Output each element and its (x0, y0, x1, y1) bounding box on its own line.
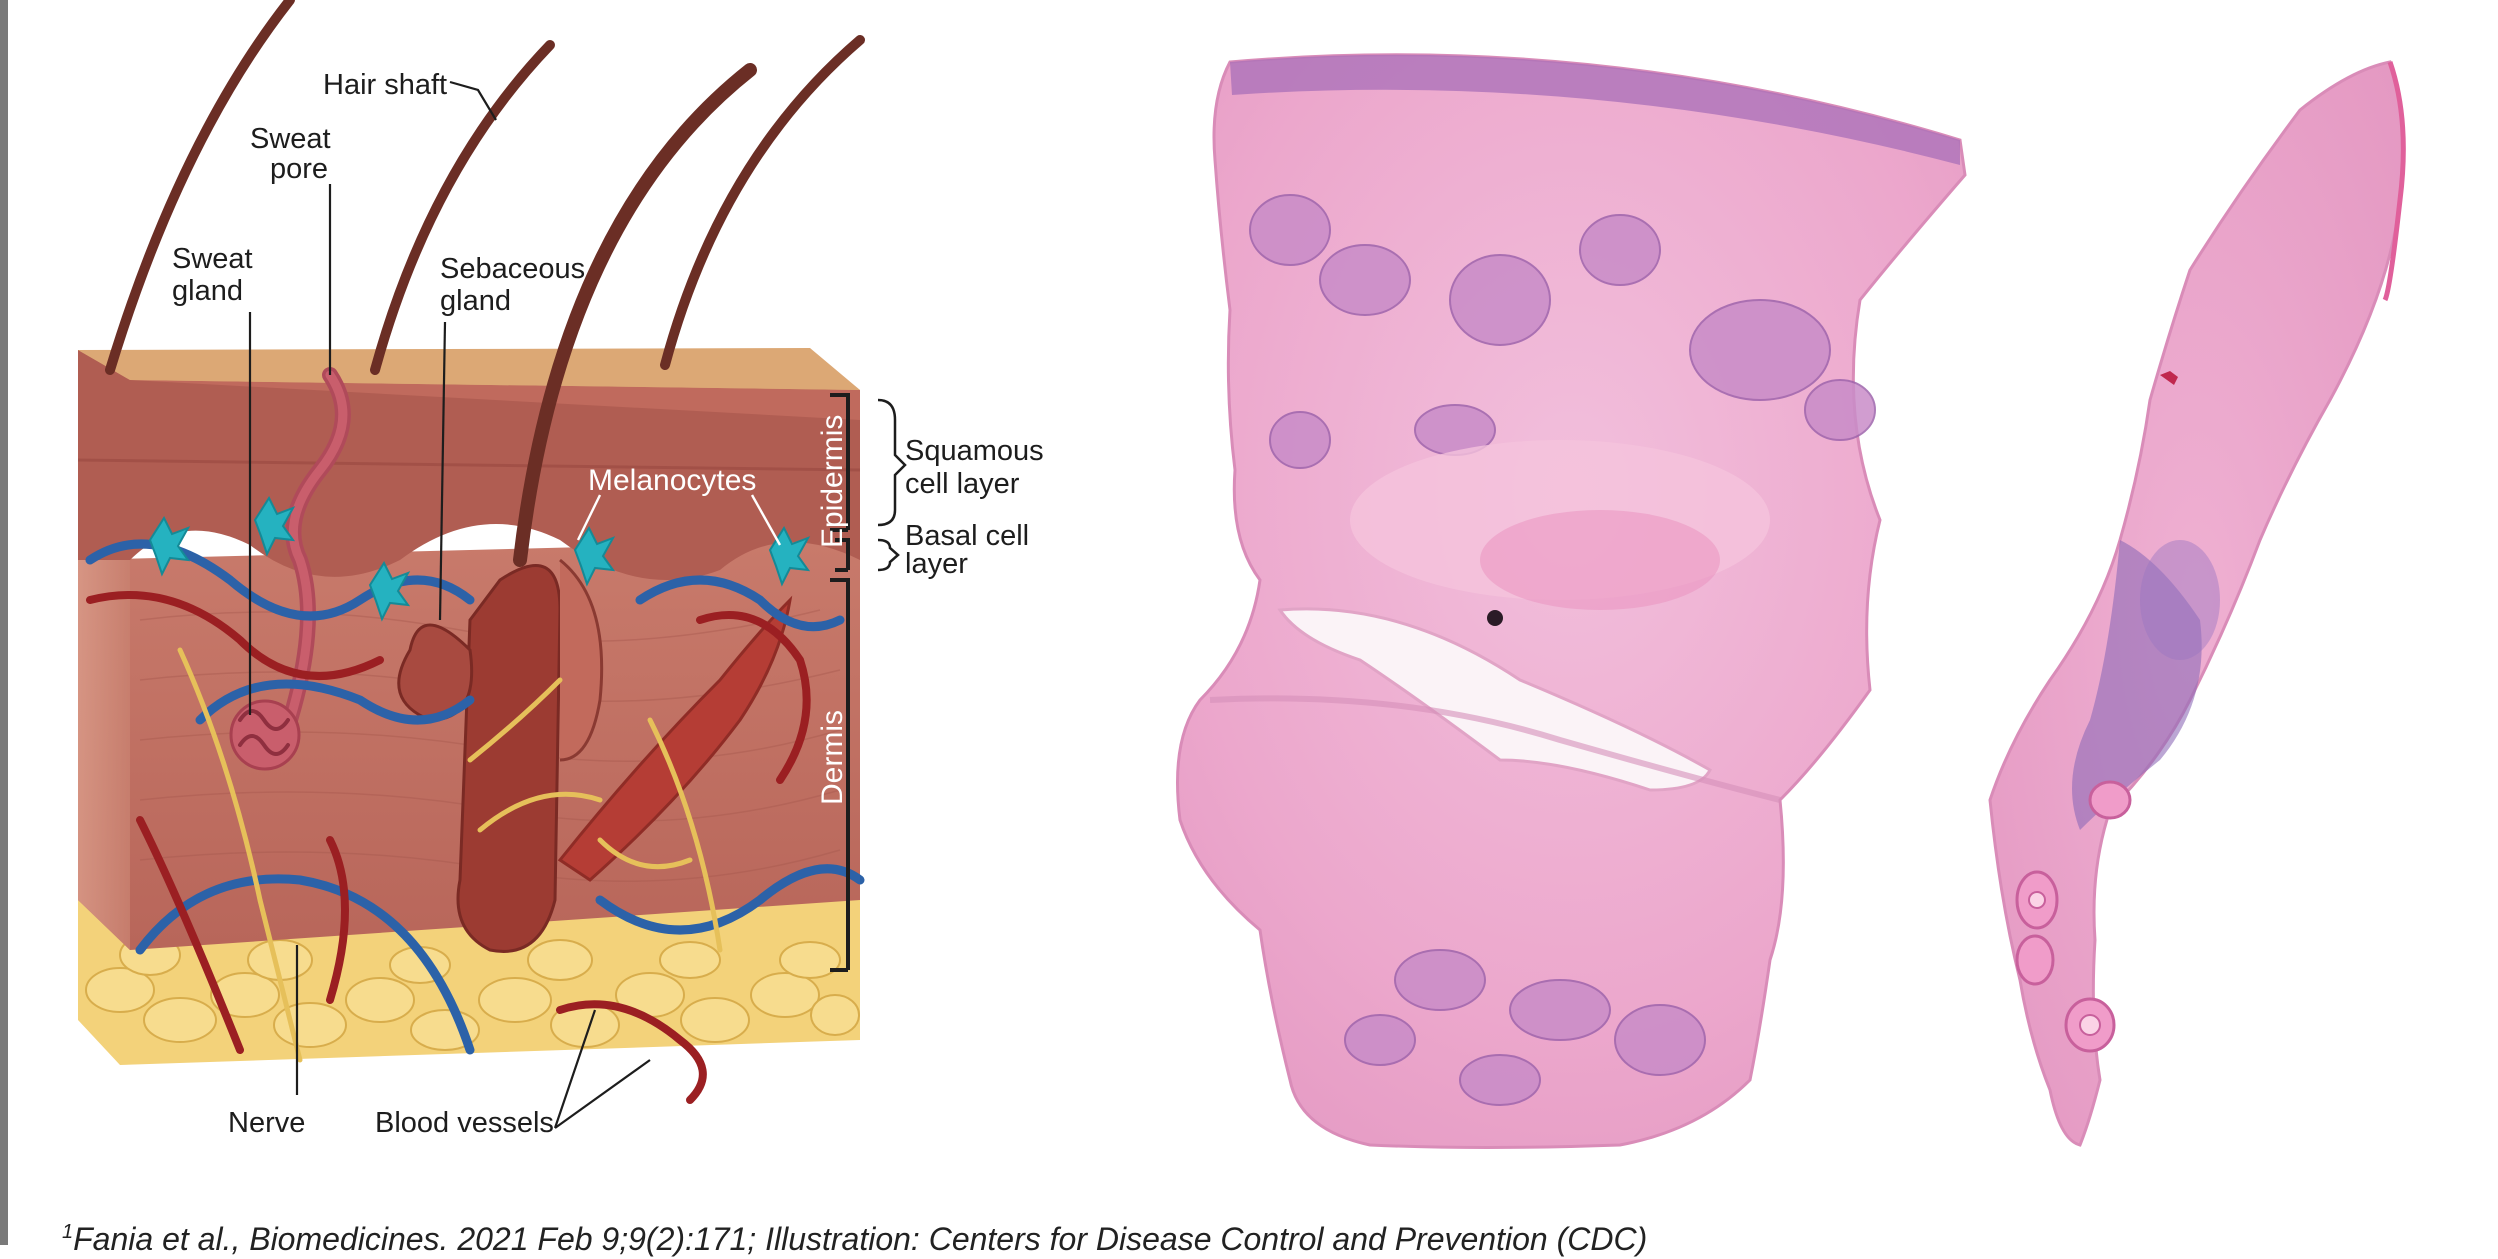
skin-cross-section-illustration: Hair shaft Sweat pore Sweat gland Sebace… (78, 0, 1044, 1139)
histology-section-slender (1990, 62, 2403, 1145)
label-melanocytes: Melanocytes (588, 464, 756, 497)
label-sebaceous-gland-1: Sebaceous (440, 253, 585, 285)
label-sweat-pore-1: Sweat (250, 123, 331, 155)
label-hair-shaft: Hair shaft (323, 69, 447, 101)
label-sebaceous-gland-2: gland (440, 285, 511, 317)
label-sweat-pore-2: pore (270, 153, 328, 185)
label-dermis: Dermis (816, 710, 849, 805)
label-squamous-cell-layer-2: cell layer (905, 468, 1020, 500)
footnote-text: Fania et al., Biomedicines. 2021 Feb 9;9… (73, 1221, 1647, 1257)
label-blood-vessels: Blood vessels (375, 1107, 554, 1139)
label-epidermis: Epidermis (816, 415, 849, 548)
label-basal-cell-layer-2: layer (905, 548, 968, 580)
label-squamous-cell-layer-1: Squamous (905, 435, 1044, 467)
histology-section-large (1178, 55, 1966, 1148)
source-citation-footnote: 1Fania et al., Biomedicines. 2021 Feb 9;… (62, 1212, 2362, 1259)
label-sweat-gland-2: gland (172, 275, 243, 307)
label-sweat-gland-1: Sweat (172, 243, 253, 275)
label-nerve: Nerve (228, 1107, 305, 1139)
footnote-marker: 1 (62, 1221, 73, 1243)
